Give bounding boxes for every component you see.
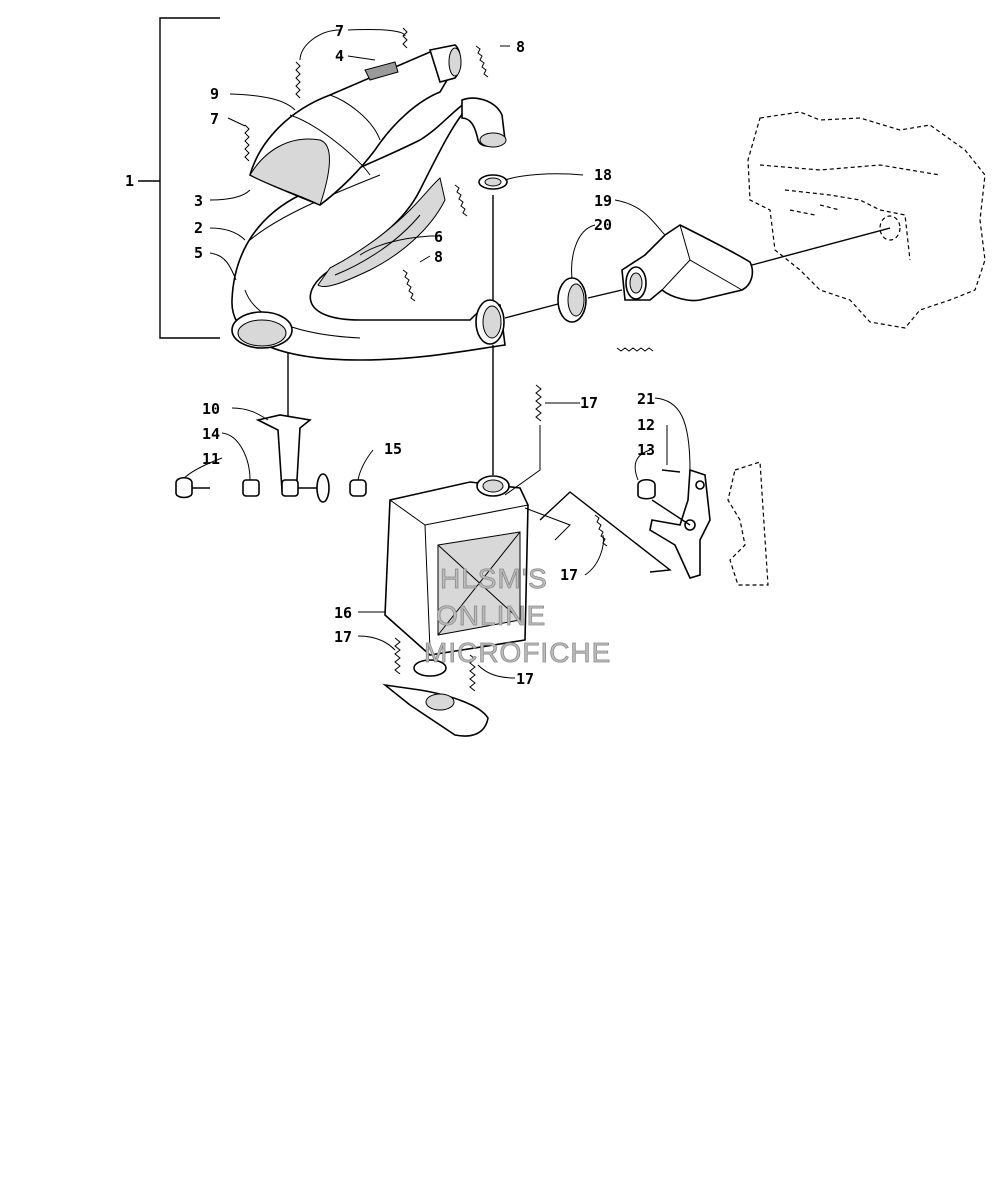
springs-lower [394, 347, 654, 692]
seal-ring [504, 277, 623, 323]
callout-1: 1 [125, 172, 134, 190]
callout-6: 6 [434, 228, 443, 246]
muffler-box [382, 475, 571, 737]
watermark-line-2: ONLINE [436, 600, 546, 631]
callout-13: 13 [637, 441, 655, 459]
heat-shield [317, 177, 446, 287]
callout-17-bottom: 17 [516, 670, 534, 688]
engine-outline [747, 111, 986, 329]
callout-17-upper: 17 [580, 394, 598, 412]
gasket-ring [478, 174, 508, 475]
springs-upper [244, 27, 489, 302]
callout-15: 15 [384, 440, 402, 458]
callout-5: 5 [194, 244, 203, 262]
callout-labels: 1 2 3 4 5 6 7 7 8 8 9 10 11 12 13 14 15 … [125, 22, 655, 688]
leader-lines [183, 29, 691, 679]
callout-20: 20 [594, 216, 612, 234]
callout-9: 9 [210, 85, 219, 103]
callout-17-left: 17 [334, 628, 352, 646]
watermark: HLSM'S ONLINE MICROFICHE [424, 563, 611, 669]
callout-17-right: 17 [560, 566, 578, 584]
callout-12: 12 [637, 416, 655, 434]
exhaust-pipe [231, 97, 507, 361]
callout-18: 18 [594, 166, 612, 184]
hanger-assembly [175, 352, 367, 503]
callout-8-top: 8 [516, 38, 525, 56]
exhaust-manifold [621, 224, 891, 302]
callout-21: 21 [637, 390, 655, 408]
callout-14: 14 [202, 425, 220, 443]
callout-7-top: 7 [335, 22, 344, 40]
callout-4: 4 [335, 47, 344, 65]
callout-10: 10 [202, 400, 220, 418]
callout-16: 16 [334, 604, 352, 622]
callout-11: 11 [202, 450, 220, 468]
callout-7-left: 7 [210, 110, 219, 128]
callout-3: 3 [194, 192, 203, 210]
callout-8-mid: 8 [434, 248, 443, 266]
silencer [249, 44, 462, 206]
callout-19: 19 [594, 192, 612, 210]
callout-2: 2 [194, 219, 203, 237]
assembly-1-bracket [138, 17, 220, 339]
watermark-line-3: MICROFICHE [424, 637, 611, 668]
watermark-line-1: HLSM'S [440, 563, 548, 594]
mount-bracket [539, 461, 769, 586]
